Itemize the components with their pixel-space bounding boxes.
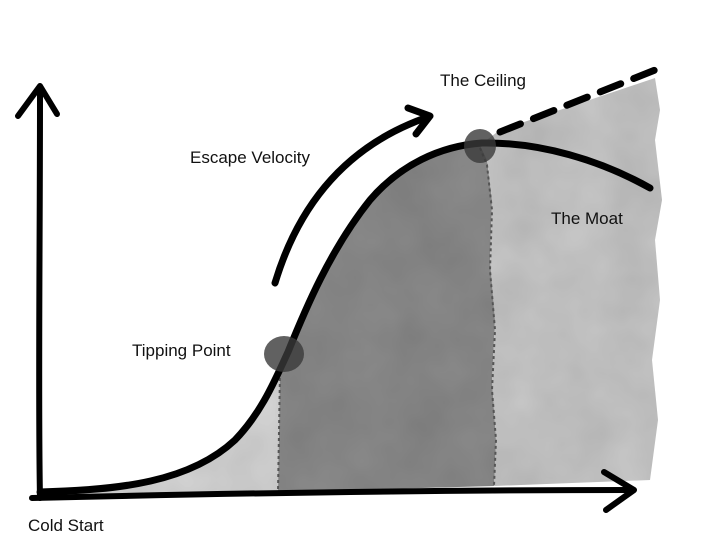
label-cold-start: Cold Start [28,516,104,535]
growth-curve [36,139,654,496]
ceiling-projection-dashed [496,66,659,136]
zone-cold-start [40,372,280,495]
escape-velocity-arrowhead [404,104,434,138]
label-tipping-point: Tipping Point [132,341,231,360]
escape-velocity-arrow [271,114,429,287]
y-axis [36,89,43,501]
label-the-moat: The Moat [551,209,623,228]
divider-ceiling [479,147,498,487]
divider-tipping [277,371,281,493]
zone-moat [480,78,662,486]
x-axis-arrowhead [601,469,637,513]
zone-growth [278,145,496,492]
label-escape-velocity: Escape Velocity [190,148,311,167]
ceiling-marker [464,129,496,163]
x-axis [29,487,635,501]
label-the-ceiling: The Ceiling [440,71,526,90]
tipping-point-marker [264,336,304,372]
y-axis-arrowhead [15,83,60,119]
